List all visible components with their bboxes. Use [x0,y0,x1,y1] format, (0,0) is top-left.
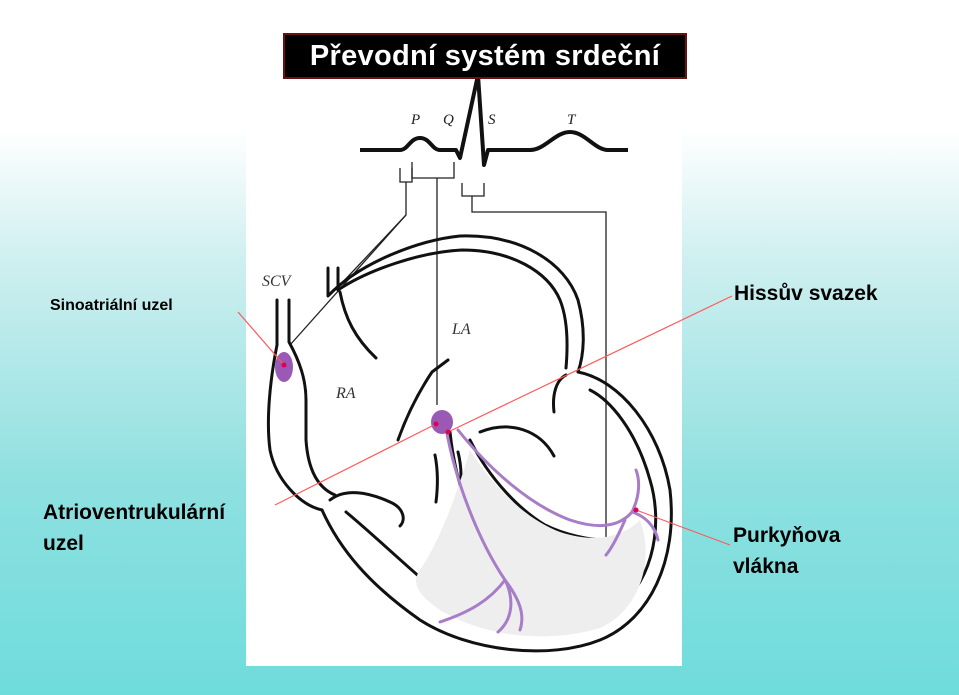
ecg-label-t: T [567,112,577,128]
callout-purkinje-fibers: Purkyňova vlákna [733,520,883,582]
callout-his-bundle: Hissův svazek [734,282,878,306]
pointer-purkinje [636,510,730,545]
label-ra: RA [335,385,356,402]
ventricle-fill [416,450,646,636]
pointer-his [448,296,732,432]
diagram-title: Převodní systém srdeční [285,35,685,77]
callout-av-node-line1: Atrioventrukulární [43,497,293,528]
label-la: LA [451,321,471,338]
ecg-label-s: S [488,112,496,128]
callout-av-node: Atrioventrukulární uzel [43,497,293,559]
callout-sinoatrial-node: Sinoatriální uzel [50,297,173,315]
callout-purkinje-line1: Purkyňova [733,520,883,551]
callout-purkinje-line2: vlákna [733,551,883,582]
ecg-label-q: Q [443,112,454,128]
ecg-brackets [290,162,606,545]
callout-av-node-line2: uzel [43,528,293,559]
ecg-label-p: P [410,112,420,128]
label-scv: SCV [262,273,293,290]
